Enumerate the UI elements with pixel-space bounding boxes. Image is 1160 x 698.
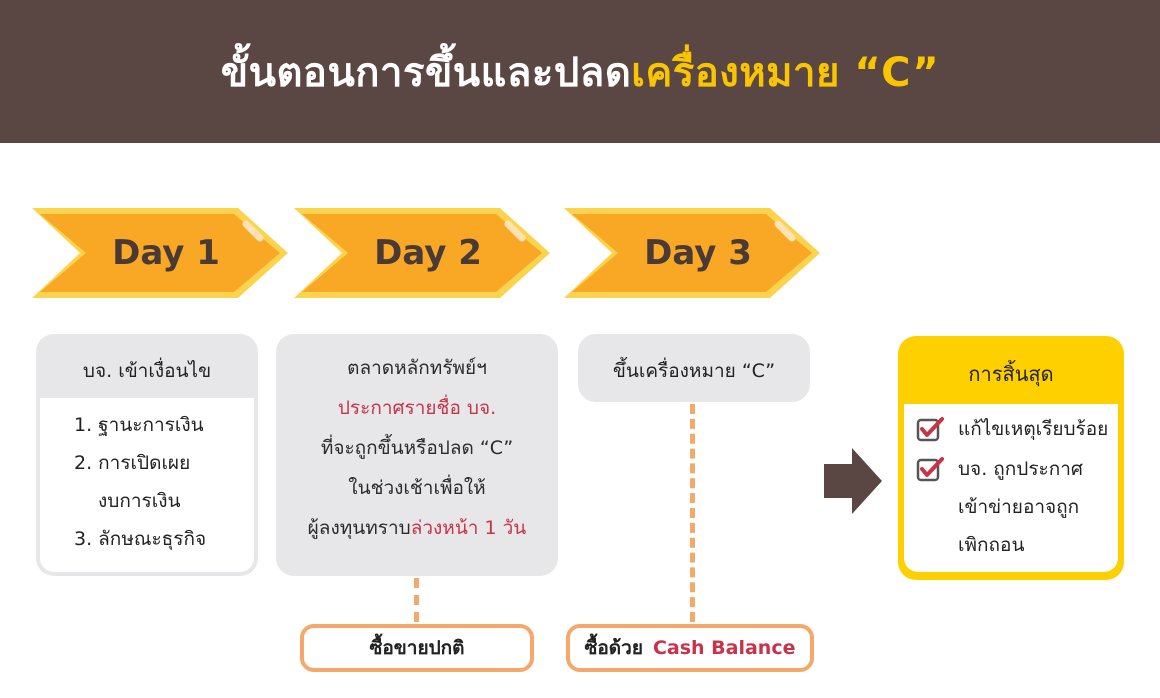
right-arrow-icon: [824, 448, 882, 514]
condition-item: 1. ฐานะการเงิน: [74, 414, 204, 436]
card-conditions-body: 1. ฐานะการเงิน 2. การเปิดเผย งบการเงิน 3…: [40, 398, 254, 572]
card-conditions-title: บจ. เข้าเงื่อนไข: [82, 360, 212, 382]
page-title: ขั้นตอนการขึ้นและปลดเครื่องหมาย “C”: [221, 40, 939, 104]
termination-item-1-text: แก้ไขเหตุเรียบร้อย: [958, 418, 1109, 440]
checkbox-checked-icon: [916, 417, 944, 442]
chevron-shape: [294, 208, 550, 298]
announce-line-2: ประกาศรายชื่อ บจ.: [337, 397, 497, 419]
day-1-chevron: Day 1: [30, 206, 290, 300]
checkbox-checked-icon: [916, 457, 944, 482]
pill-cash-label-b: Cash Balance: [652, 637, 796, 659]
announce-line-3: ที่จะถูกขึ้นหรือปลด “C”: [320, 437, 514, 459]
dashed-connector: [690, 404, 695, 622]
termination-item-2-line-3: เพิกถอน: [958, 534, 1025, 556]
pill-normal-label: ซื้อขายปกติ: [369, 637, 465, 659]
announce-line-5a: ผู้ลงทุนทราบ: [307, 517, 411, 539]
pill-cash-label-a: ซื้อด้วย: [584, 637, 643, 659]
day-2-label: Day 2: [374, 233, 482, 273]
day-1-label: Day 1: [112, 233, 220, 273]
card-termination-body: แก้ไขเหตุเรียบร้อย บจ. ถูกประกาศ เข้าข่า…: [904, 404, 1118, 572]
termination-item-2-line-1: บจ. ถูกประกาศ: [958, 458, 1083, 480]
title-part-2: เครื่องหมาย “C”: [631, 49, 940, 96]
day-3-label: Day 3: [644, 233, 752, 273]
announce-line-1: ตลาดหลักทรัพย์ฯ: [347, 357, 487, 379]
day-2-chevron: Day 2: [292, 206, 552, 300]
day-3-chevron: Day 3: [562, 206, 822, 300]
card-termination-title: การสิ้นสุด: [968, 362, 1054, 386]
chevron-shape: [564, 208, 820, 298]
card-conditions: บจ. เข้าเงื่อนไข 1. ฐานะการเงิน 2. การเป…: [36, 334, 258, 576]
pill-normal-trading: ซื้อขายปกติ: [300, 624, 534, 672]
title-part-1: ขั้นตอนการขึ้นและปลด: [220, 49, 632, 96]
dashed-connector: [414, 578, 419, 622]
announce-line-5: ผู้ลงทุนทราบล่วงหน้า 1 วัน: [276, 508, 558, 548]
card-announcement: ตลาดหลักทรัพย์ฯ ประกาศรายชื่อ บจ. ที่จะถ…: [276, 334, 558, 576]
chevron-shape: [32, 208, 288, 298]
condition-item: งบการเงิน: [98, 490, 181, 512]
condition-item: 2. การเปิดเผย: [74, 452, 191, 474]
header-banner: ขั้นตอนการขึ้นและปลดเครื่องหมาย “C”: [0, 0, 1160, 143]
termination-item-2-line-2: เข้าข่ายอาจถูก: [958, 496, 1080, 518]
card-termination: การสิ้นสุด แก้ไขเหตุเรียบร้อย บจ. ถูกประ…: [898, 336, 1124, 580]
announce-line-4: ในช่วงเช้าเพื่อให้: [348, 477, 486, 499]
card-mark-c-title: ขึ้นเครื่องหมาย “C”: [612, 360, 776, 382]
card-mark-c: ขึ้นเครื่องหมาย “C”: [578, 334, 810, 402]
pill-cash-balance: ซื้อด้วย Cash Balance: [566, 624, 814, 672]
announce-line-5b: ล่วงหน้า 1 วัน: [410, 517, 527, 539]
condition-item: 3. ลักษณะธุรกิจ: [74, 528, 207, 550]
